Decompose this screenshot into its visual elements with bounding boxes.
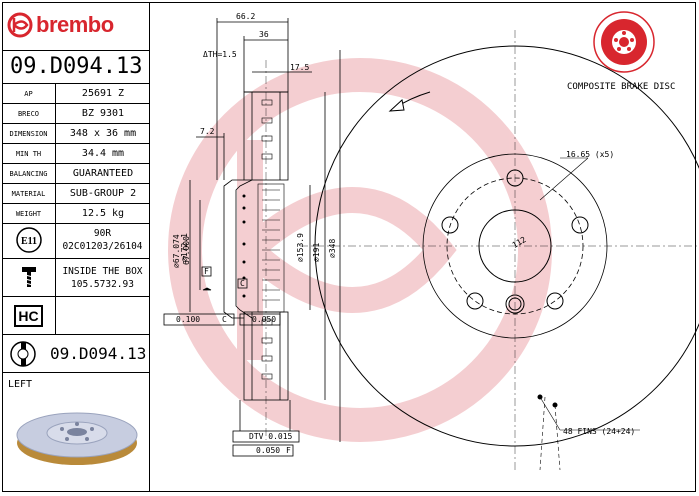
box-line2: 105.5732.93 [71, 278, 134, 290]
fins-label: 48 FINS (24+24) [563, 427, 636, 436]
dim-bolt-holes: 16.65 (x5) [566, 150, 615, 159]
dim-delta-th: ΔTH=1.5 [203, 50, 237, 59]
spec-value: 348 x 36 mm [55, 123, 150, 144]
tol-ref-c: C [222, 315, 227, 324]
disc-front-view [300, 30, 699, 471]
spec-key: BRECO [2, 103, 56, 124]
spec-value: 25691 Z [55, 84, 150, 104]
spec-value: 34.4 mm [55, 143, 150, 164]
spec-key: AP [2, 84, 56, 104]
dim-d67a: ∅67.074 [172, 234, 181, 268]
dtv-label: DTV 0.015 [249, 432, 293, 441]
spec-key: MATERIAL [2, 183, 56, 204]
spec-value: BZ 9301 [55, 103, 150, 124]
datum-c: C [240, 279, 245, 288]
dim-hat: 7.2 [200, 127, 215, 136]
tol-050: 0.050 [252, 315, 277, 324]
dim-d348: ∅348 [328, 238, 337, 258]
spec-value: SUB-GROUP 2 [55, 183, 150, 204]
composite-disc-icon [593, 11, 655, 73]
spec-key: WEIGHT [2, 203, 56, 224]
disc-profile-icon [2, 335, 44, 372]
tol-100: 0.100 [176, 315, 201, 324]
spec-value: 12.5 kg [55, 203, 150, 224]
brembo-watermark [168, 58, 552, 442]
box-row: INSIDE THE BOX 105.5732.93 [2, 259, 150, 297]
spec-key: DIMENSION [2, 123, 56, 144]
runout-ref-f: F [286, 446, 291, 455]
dim-d67b: 67.000 [182, 236, 191, 265]
disc-section-view [163, 18, 341, 457]
dim-offset: 17.5 [290, 63, 310, 72]
dim-d153: ∅153.9 [296, 233, 305, 262]
bolt-holes [441, 169, 589, 314]
part-code: 09.D094.13 [2, 50, 150, 84]
runout-label: 0.050 [256, 446, 281, 455]
info-column [2, 2, 150, 492]
brembo-logo-icon [7, 12, 33, 38]
approval-line1: 90R [93, 227, 112, 239]
hc-badge-icon: HC [2, 297, 56, 334]
disc-3d-image [16, 412, 138, 465]
screw-icon [2, 259, 56, 296]
dim-d191: ∅191 [312, 242, 321, 262]
box-line1: INSIDE THE BOX [62, 265, 143, 277]
brembo-logo: brembo [6, 10, 114, 40]
side-label: LEFT [8, 379, 33, 390]
hc-row: HC [2, 297, 150, 335]
datum-f: F [204, 267, 209, 276]
approval-line2: 02C01203/26104 [62, 240, 143, 252]
svg-text:E11: E11 [20, 236, 36, 247]
dim-width-total: 66.2 [236, 12, 256, 21]
brand-name: brembo [36, 12, 114, 37]
disc-code: 09.D094.13 [50, 344, 147, 363]
dim-thickness: 36 [259, 30, 269, 39]
disc-code-row: 09.D094.13 [2, 335, 150, 373]
spec-value: GUARANTEED [55, 163, 150, 184]
e11-approval-icon: E11 [2, 221, 56, 258]
composite-label: COMPOSITE BRAKE DISC [567, 82, 676, 92]
approval-row: E11 90R 02C01203/26104 [2, 221, 150, 259]
spec-key: BALANCING [2, 163, 56, 184]
spec-key: MIN TH [2, 143, 56, 164]
